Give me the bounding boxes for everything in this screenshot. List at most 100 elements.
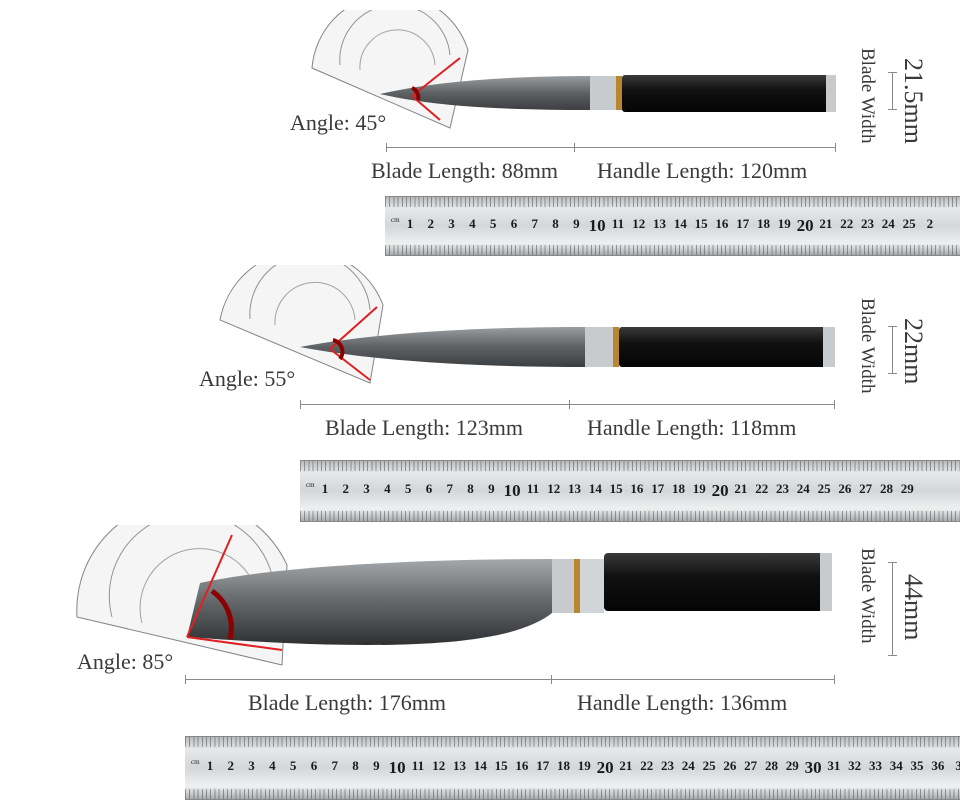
ruler-number: 2	[427, 216, 435, 231]
ruler-number: 31	[827, 758, 841, 773]
knife-2-handle	[619, 327, 829, 367]
ruler-number: 18	[557, 758, 570, 773]
knife-1-blade	[380, 76, 590, 110]
ruler-unit: cm	[391, 216, 400, 224]
ruler-number: 1	[406, 216, 414, 231]
ruler-number: 3	[248, 758, 255, 773]
ruler-number: 25	[902, 216, 916, 231]
ruler-number: 14	[588, 481, 602, 496]
knife-3-image	[76, 525, 832, 666]
ruler-number: 9	[373, 758, 380, 773]
ruler-number: 17	[736, 216, 750, 231]
knife-1-blade-width-value: 21.5mm	[899, 58, 928, 144]
ruler-number: 4	[269, 758, 276, 773]
ruler-number: 16	[630, 481, 644, 496]
ruler-number: 19	[692, 481, 706, 496]
ruler-number: 16	[715, 216, 729, 231]
ruler-number: 10	[503, 481, 521, 500]
ruler-number: 24	[796, 481, 810, 496]
ruler-number: 5	[289, 758, 297, 773]
knife-2-blade-width-value: 22mm	[899, 318, 928, 385]
ruler-number: 11	[411, 758, 425, 773]
knife-3-handle	[604, 553, 826, 611]
knife-1-width-dimension	[888, 72, 897, 110]
ruler-number: 7	[531, 216, 538, 231]
ruler-number: 2	[926, 216, 934, 231]
knife-1-image	[311, 10, 836, 129]
ruler-number: 20	[596, 758, 614, 777]
ruler-number: 19	[777, 216, 791, 231]
knife-1-angle-label: Angle: 45°	[290, 110, 387, 135]
knife-2-length-dimension	[300, 400, 835, 409]
ruler-number: 13	[453, 758, 467, 773]
ruler-number: 1	[321, 481, 329, 496]
knife-1-blade-width-label: Blade Width	[857, 48, 878, 144]
ruler-number: 4	[469, 216, 476, 231]
ruler-number: 14	[673, 216, 687, 231]
ruler-number: 8	[552, 216, 559, 231]
ruler-number: 23	[660, 758, 674, 773]
ruler-number: 28	[764, 758, 778, 773]
ruler-number: 18	[757, 216, 770, 231]
ruler-number: 9	[573, 216, 580, 231]
knife-1-length-dimension	[386, 143, 836, 152]
ruler-number: 22	[755, 481, 769, 496]
ruler-number: 27	[859, 481, 873, 496]
ruler-number: 13	[653, 216, 667, 231]
ruler-number: 24	[681, 758, 695, 773]
ruler-number: 8	[352, 758, 359, 773]
ruler-number: 10	[588, 216, 606, 235]
ruler-number: 13	[568, 481, 582, 496]
ruler-number: 10	[388, 758, 406, 777]
knife-2-angle-label: Angle: 55°	[199, 366, 296, 391]
ruler-number: 1	[206, 758, 214, 773]
knife-2-image	[219, 265, 835, 384]
ruler-number: 6	[425, 481, 433, 496]
ruler-number: 19	[577, 758, 591, 773]
ruler-number: 33	[868, 758, 882, 773]
ruler-number: 20	[796, 216, 814, 235]
knife-3-blade-length: Blade Length: 176mm	[248, 690, 446, 715]
ruler-number: 3	[948, 758, 960, 778]
ruler-number: 6	[510, 216, 518, 231]
ruler-number: 36	[931, 758, 945, 773]
ruler-number: 16	[515, 758, 529, 773]
ruler-number: 5	[404, 481, 412, 496]
ruler-number: 23	[775, 481, 789, 496]
ruler-number: 15	[494, 758, 508, 773]
ruler-number: 15	[694, 216, 708, 231]
ruler-number: 21	[734, 481, 748, 496]
ruler-number: 30	[804, 758, 822, 777]
ruler-number: 26	[838, 481, 852, 496]
knife-3-width-dimension	[888, 562, 897, 656]
ruler-number: 35	[910, 758, 924, 773]
knife-2-width-dimension	[888, 326, 897, 374]
ruler-number: 21	[819, 216, 833, 231]
ruler-number: 15	[609, 481, 623, 496]
ruler-number: 12	[432, 758, 446, 773]
ruler-number: 3	[448, 216, 455, 231]
ruler-number: 20	[711, 481, 729, 500]
ruler-number: 22	[840, 216, 854, 231]
ruler-number: 5	[489, 216, 497, 231]
knife-1-handle	[622, 75, 832, 112]
knife-1-blade-length: Blade Length: 88mm	[371, 158, 558, 183]
ruler-number: 24	[881, 216, 895, 231]
knife-1-handle-length: Handle Length: 120mm	[597, 158, 808, 183]
ruler-number: 21	[619, 758, 633, 773]
ruler-number: 17	[651, 481, 665, 496]
ruler-number: 4	[384, 481, 391, 496]
knife-2-handle-length: Handle Length: 118mm	[587, 415, 797, 440]
ruler-number: 7	[331, 758, 338, 773]
ruler-number: 25	[817, 481, 831, 496]
ruler-unit: cm	[191, 758, 200, 766]
knife-3-blade-width-label: Blade Width	[857, 548, 878, 644]
ruler-number: 12	[547, 481, 561, 496]
knife-2-blade	[300, 327, 585, 367]
ruler-number: 12	[632, 216, 646, 231]
